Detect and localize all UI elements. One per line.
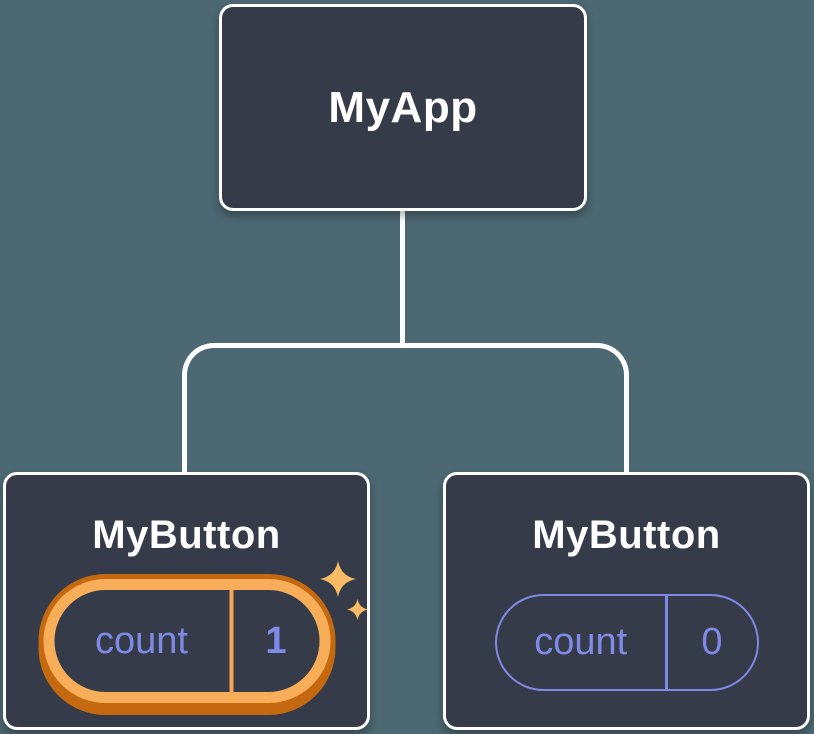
sparkle-icon: [320, 561, 356, 597]
connector-branch-bracket: [182, 343, 629, 473]
state-name: count: [534, 621, 628, 663]
node-myapp: MyApp: [219, 4, 587, 211]
connector-root-stem: [400, 208, 405, 345]
state-name: count: [95, 619, 188, 662]
state-value: 0: [701, 621, 723, 663]
state-pill: count 0: [494, 594, 759, 691]
node-mybutton-right-label: MyButton: [532, 513, 721, 557]
state-value: 1: [265, 619, 287, 662]
node-mybutton-left: MyButton count 1: [3, 472, 370, 730]
pill-divider: [229, 590, 233, 692]
node-mybutton-right: MyButton count 0: [443, 472, 810, 730]
sparkle-icon: [347, 599, 368, 620]
state-pill-highlighted: count 1: [43, 579, 330, 703]
pill-divider: [665, 596, 668, 689]
node-myapp-label: MyApp: [328, 82, 478, 132]
node-mybutton-left-label: MyButton: [92, 513, 281, 557]
